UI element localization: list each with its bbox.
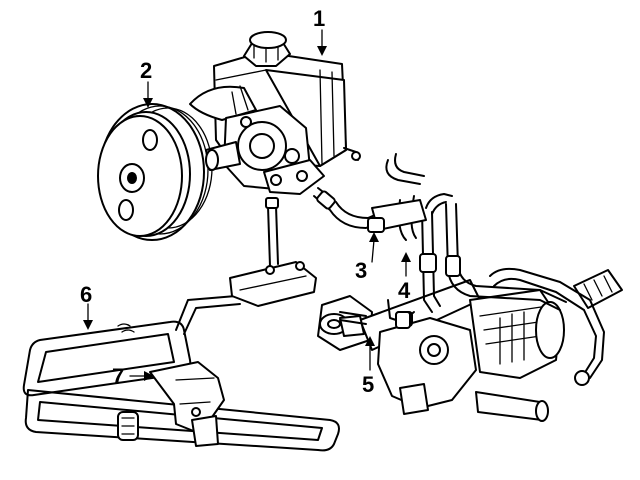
cooler-bracket [149, 361, 225, 447]
callout-3: 3 [355, 258, 367, 283]
callout-4: 4 [398, 278, 411, 303]
callout-6: 6 [80, 282, 92, 307]
callout-4-arrowhead [401, 252, 411, 262]
callout-5: 5 [362, 372, 374, 397]
steering-gear [317, 269, 623, 422]
pump-pulley [97, 103, 213, 241]
pressure-hose [313, 187, 427, 329]
callout-2-arrowhead [143, 98, 153, 108]
callout-labels: 1 2 3 4 5 6 7 [80, 6, 411, 397]
pump-mount-bracket [229, 197, 317, 307]
callout-1-arrowhead [317, 46, 327, 56]
callout-1: 1 [313, 6, 325, 31]
callout-6-arrowhead [83, 320, 93, 330]
callout-3-arrowhead [369, 232, 379, 242]
callout-5-arrowhead [365, 336, 375, 346]
callout-7: 7 [112, 364, 124, 389]
callout-2: 2 [140, 58, 152, 83]
leader-lines [83, 29, 411, 381]
pump-reservoir [189, 31, 361, 195]
oil-cooler-pipe [22, 295, 340, 452]
callout-7-arrowhead [144, 371, 154, 381]
